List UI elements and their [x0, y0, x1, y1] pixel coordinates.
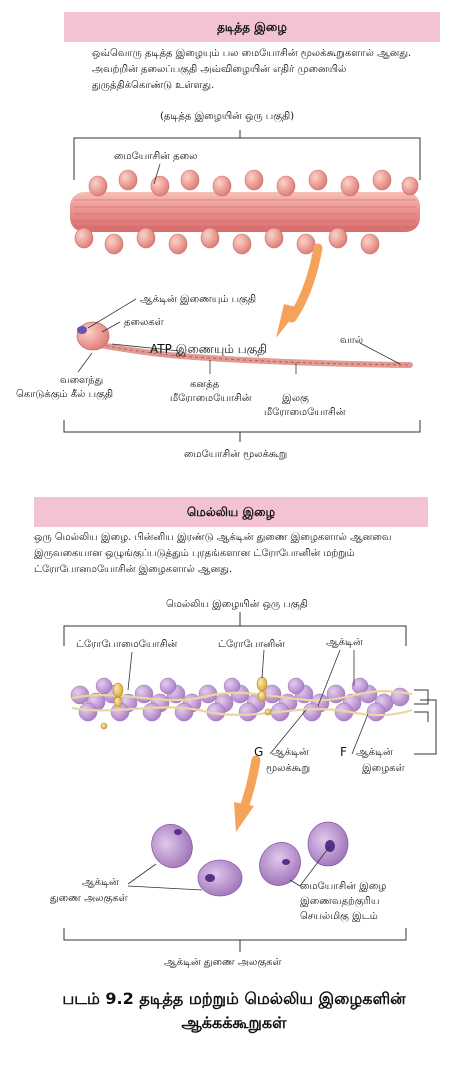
- thick-filament-description: ஒவ்வொரு தடித்த இழையும் பல மையோசின் மூலக்…: [92, 48, 412, 91]
- actin-label: ஆக்டின்: [326, 637, 363, 648]
- thin-filament-description: ஒரு மெல்லிய இழை. பின்னிய இரண்டு ஆக்டின் …: [34, 532, 392, 575]
- myosin-molecule-bracket: [63, 420, 421, 442]
- light-meromyosin-label-line1: இலகு: [282, 393, 309, 404]
- thin-filament-header: மெல்லிய இழை: [34, 497, 428, 527]
- myosin-head-leader: [153, 163, 161, 185]
- myosin-molecule-illustration: [76, 321, 413, 368]
- thin-part-bracket: [63, 612, 407, 646]
- f-actin-label-line1: ஆக்டின்: [356, 747, 393, 758]
- zoom-arrow-thick: [276, 243, 323, 338]
- f-letter: F: [340, 745, 347, 759]
- thick-filament-title: தடித்த இழை: [217, 20, 287, 34]
- actin-subunits-label-line2: துணை அலகுகள்: [50, 893, 128, 904]
- actin-subunits-label-line1: ஆக்டின்: [82, 877, 119, 888]
- thick-filament-illustration: [70, 169, 420, 255]
- f-actin-label-line2: இழைகள்: [362, 763, 405, 774]
- actin-subunit-cells: [151, 821, 349, 897]
- actin-subunit-leaders: [127, 845, 331, 891]
- tail-label: வால்: [340, 335, 364, 346]
- heavy-meromyosin-label-line1: கனத்த: [190, 379, 220, 390]
- figure-caption-line1: படம் 9.2 தடித்த மற்றும் மெல்லிய இழைகளின்: [62, 989, 406, 1008]
- thin-part-title: மெல்லிய இழையின் ஒரு பகுதி: [166, 599, 308, 610]
- myosin-molecule-label: மையோசின் மூலக்கூறு: [184, 449, 288, 460]
- thick-part-title: (தடித்த இழையின் ஒரு பகுதி): [160, 111, 295, 122]
- actin-binding-site-label: ஆக்டின் இணையும் பகுதி: [140, 294, 257, 305]
- actin-subunits-bottom-label: ஆக்டின் துணை அலகுகள்: [164, 957, 282, 968]
- thin-filament-illustration: [70, 676, 413, 730]
- g-letter: G: [254, 745, 264, 759]
- actin-subunits-bracket: [63, 928, 407, 952]
- hinge-label-line2: கொடுக்கும் கீல் பகுதி: [16, 389, 114, 400]
- figure-caption-line2: ஆக்கக்கூறுகள்: [181, 1013, 287, 1032]
- atp-binding-site-label: ATP இணையும் பகுதி: [150, 342, 268, 356]
- thick-part-bracket: [73, 130, 421, 180]
- hinge-label-line1: வளைந்து: [60, 375, 104, 386]
- light-meromyosin-label-line2: மீரோமையோசின்: [264, 407, 346, 418]
- heads-label: தலைகள்: [124, 317, 164, 328]
- myosin-site-label-line2: இணைவதற்குரிய: [300, 896, 380, 907]
- thin-filament-leaders: [127, 649, 369, 755]
- g-actin-label-line2: மூலக்கூறு: [266, 763, 311, 774]
- zoom-arrow-thin: [234, 755, 261, 832]
- myosin-head-label: மையோசின் தலை: [114, 151, 198, 162]
- thin-filament-title: மெல்லிய இழை: [186, 505, 276, 519]
- tropomyosin-label: ட்ரோபோமையோசின்: [76, 639, 178, 650]
- myosin-site-label-line1: மையோசின் இழை: [300, 881, 387, 892]
- g-actin-label-line1: ஆக்டின்: [272, 747, 309, 758]
- myosin-molecule-leaders: [77, 298, 401, 374]
- f-actin-bracket: [414, 689, 437, 755]
- thick-filament-header: தடித்த இழை: [64, 12, 440, 42]
- myosin-site-label-line3: செயல்மிகு இடம்: [300, 911, 378, 922]
- heavy-meromyosin-label-line2: மீரோமையோசின்: [170, 393, 252, 404]
- troponin-label: ட்ரோபோனின்: [218, 639, 285, 650]
